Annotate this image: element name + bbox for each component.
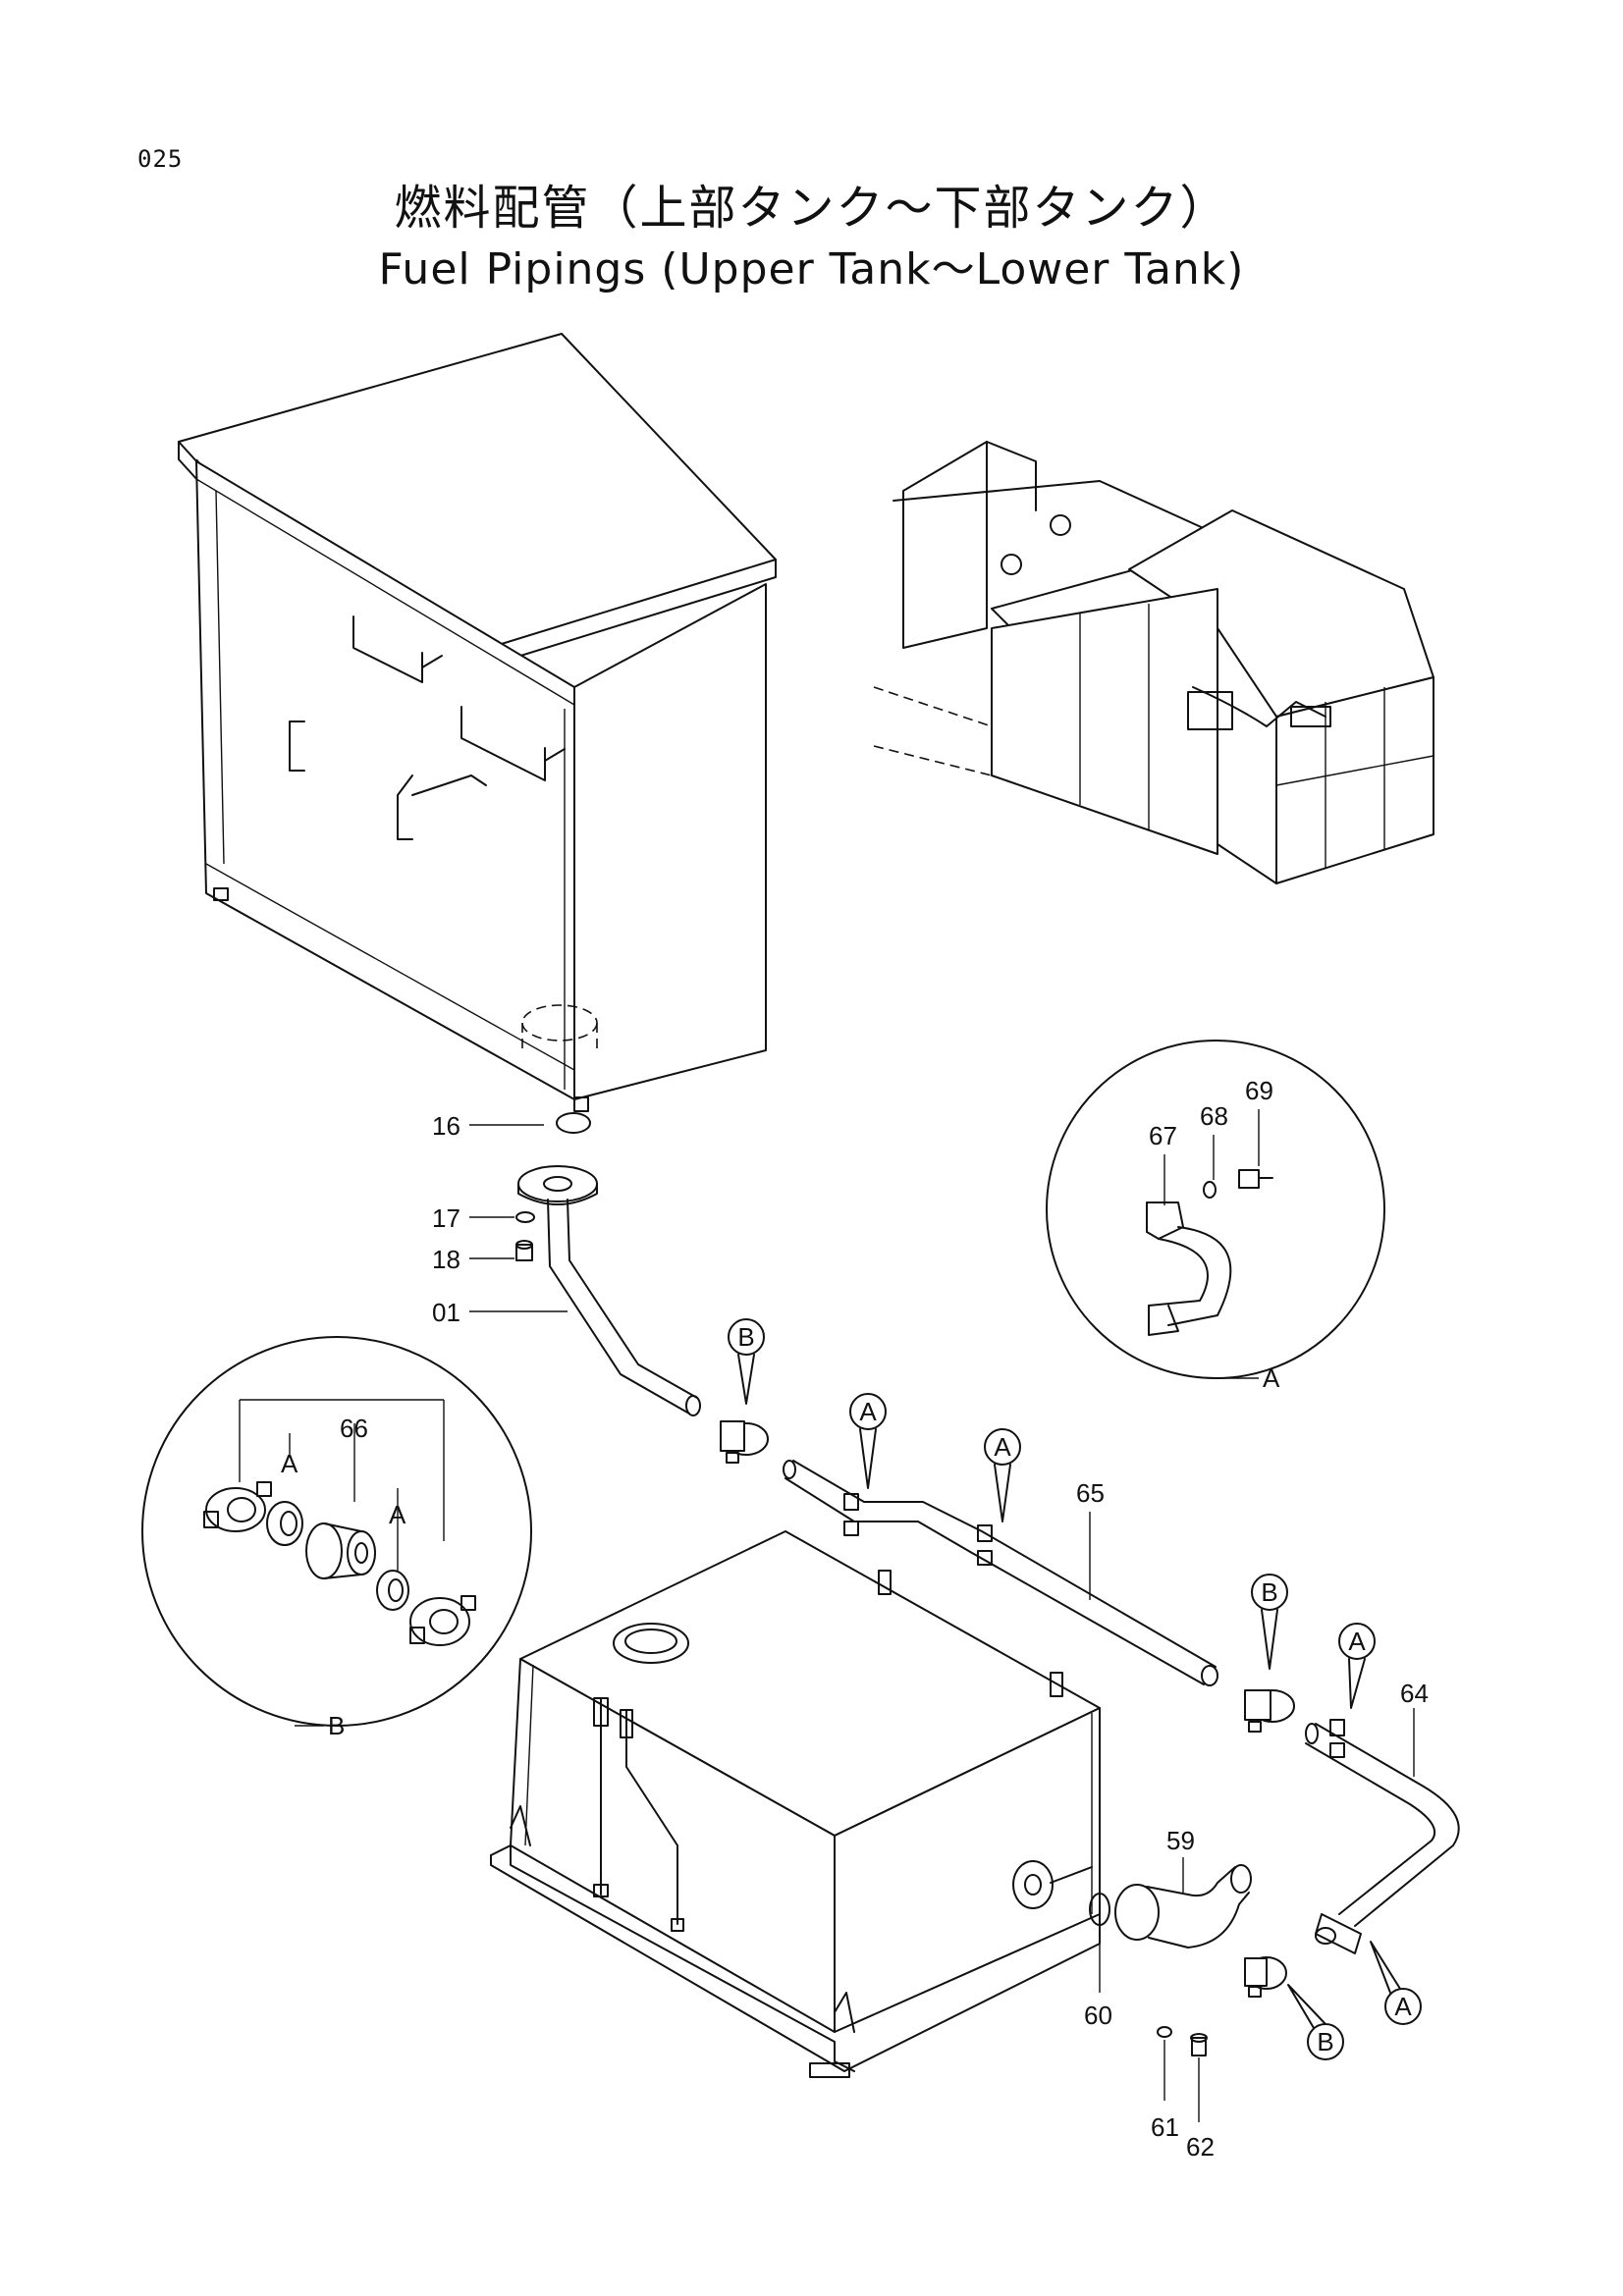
detail-view-a [1046,1040,1385,1379]
page-title-japanese: 燃料配管（上部タンク〜下部タンク） [394,181,1229,236]
detail-b-ring-label-right: A [389,1500,406,1529]
part-label-68: 68 [1200,1101,1228,1180]
upper-flange-and-pipe-01 [515,1112,701,1416]
hose-clamp-b-upper [720,1420,769,1464]
part-label-69: 69 [1245,1076,1273,1166]
hose-clamp-b-lower [1244,1956,1287,1998]
svg-text:B: B [1317,2027,1333,2056]
detail-a-label: A [1263,1363,1280,1393]
elbow-59-and-oring-60 [1089,1864,1252,2056]
svg-text:62: 62 [1186,2132,1215,2162]
part-label-65: 65 [1076,1478,1105,1600]
pipe-65 [783,1460,1218,1686]
part-label-17: 17 [432,1203,514,1233]
pipe-64 [1305,1719,1460,1954]
svg-text:17: 17 [432,1203,460,1233]
callout-a-2: A [984,1428,1021,1522]
svg-text:65: 65 [1076,1478,1105,1508]
svg-text:A: A [859,1397,877,1426]
callout-b-3: B [1287,1984,1344,2060]
callout-b-1: B [728,1318,765,1405]
part-label-62: 62 [1186,2057,1215,2162]
svg-text:A: A [1348,1627,1366,1656]
callout-a-4: A [1370,1941,1422,2025]
callout-a-1: A [849,1393,887,1489]
svg-text:A: A [1394,1992,1412,2021]
callout-a-3: A [1338,1623,1376,1709]
part-label-59: 59 [1166,1826,1195,1893]
detail-b-label: B [328,1711,345,1740]
hose-clamp-b-middle [1244,1689,1295,1733]
svg-text:B: B [1261,1577,1277,1607]
svg-text:59: 59 [1166,1826,1195,1855]
page-title-english: Fuel Pipings (Upper Tank〜Lower Tank) [378,244,1245,294]
svg-text:A: A [994,1432,1011,1462]
machine-outline [873,441,1434,884]
svg-text:69: 69 [1245,1076,1273,1105]
svg-text:16: 16 [432,1111,460,1141]
svg-text:18: 18 [432,1245,460,1274]
detail-view-b [141,1336,532,1727]
callout-b-2: B [1251,1574,1288,1670]
svg-text:66: 66 [340,1414,368,1443]
page-number: 025 [137,145,184,173]
svg-text:68: 68 [1200,1101,1228,1131]
detail-b-ring-label-left: A [281,1449,298,1478]
part-label-61: 61 [1151,2040,1179,2142]
svg-text:61: 61 [1151,2112,1179,2142]
svg-text:01: 01 [432,1298,460,1327]
part-label-64: 64 [1400,1679,1429,1777]
svg-text:64: 64 [1400,1679,1429,1708]
svg-text:B: B [737,1322,754,1352]
part-label-67: 67 [1149,1121,1177,1205]
svg-text:60: 60 [1084,2001,1112,2030]
upper-fuel-tank [178,333,777,1112]
part-label-01: 01 [432,1298,568,1327]
part-label-60: 60 [1084,1926,1112,2030]
part-label-16: 16 [432,1111,544,1141]
svg-text:67: 67 [1149,1121,1177,1150]
lower-fuel-tank [490,1530,1101,2078]
part-label-18: 18 [432,1245,514,1274]
part-label-66: 66 [340,1414,368,1443]
